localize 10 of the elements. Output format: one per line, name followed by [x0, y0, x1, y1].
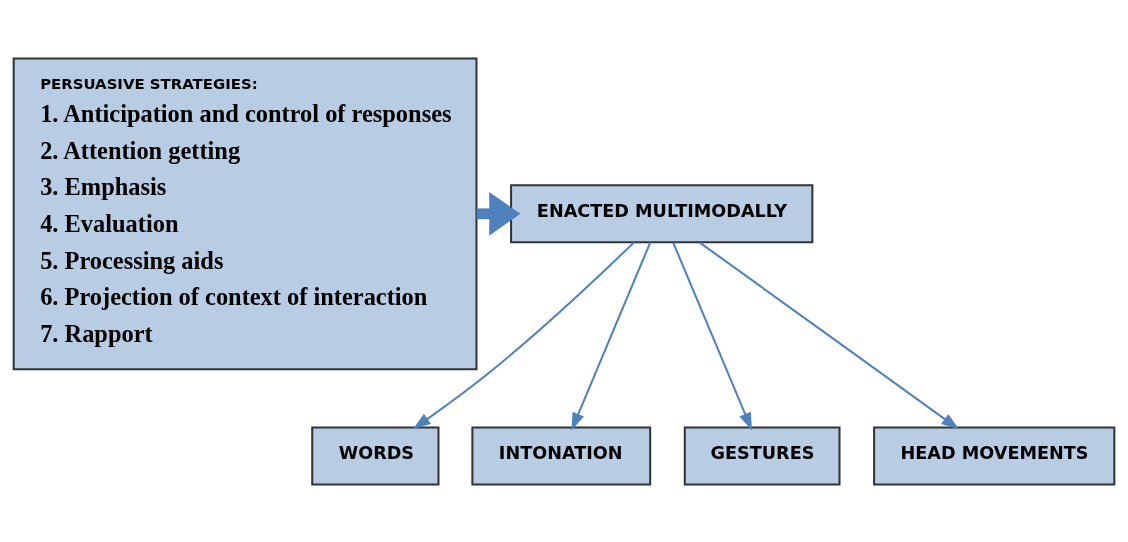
node-box: ENACTED MULTIMODALLY	[510, 183, 814, 243]
node-box: HEAD MOVEMENTS	[873, 426, 1116, 486]
node-box: GESTURES	[683, 426, 841, 486]
node-box: WORDS	[311, 426, 440, 486]
node-box: INTONATION	[471, 426, 652, 486]
arrow	[672, 241, 752, 430]
arrow	[413, 241, 635, 429]
arrow	[699, 241, 959, 429]
arrow	[571, 241, 652, 430]
node-box: PERSUASIVE STRATEGIES: 1. Anticipation and control of responses 2. Attention getting 3. Emphasis 4. Evaluation 5. Processing aids 6. Projection of context of interaction 7. Rapport	[12, 56, 478, 370]
